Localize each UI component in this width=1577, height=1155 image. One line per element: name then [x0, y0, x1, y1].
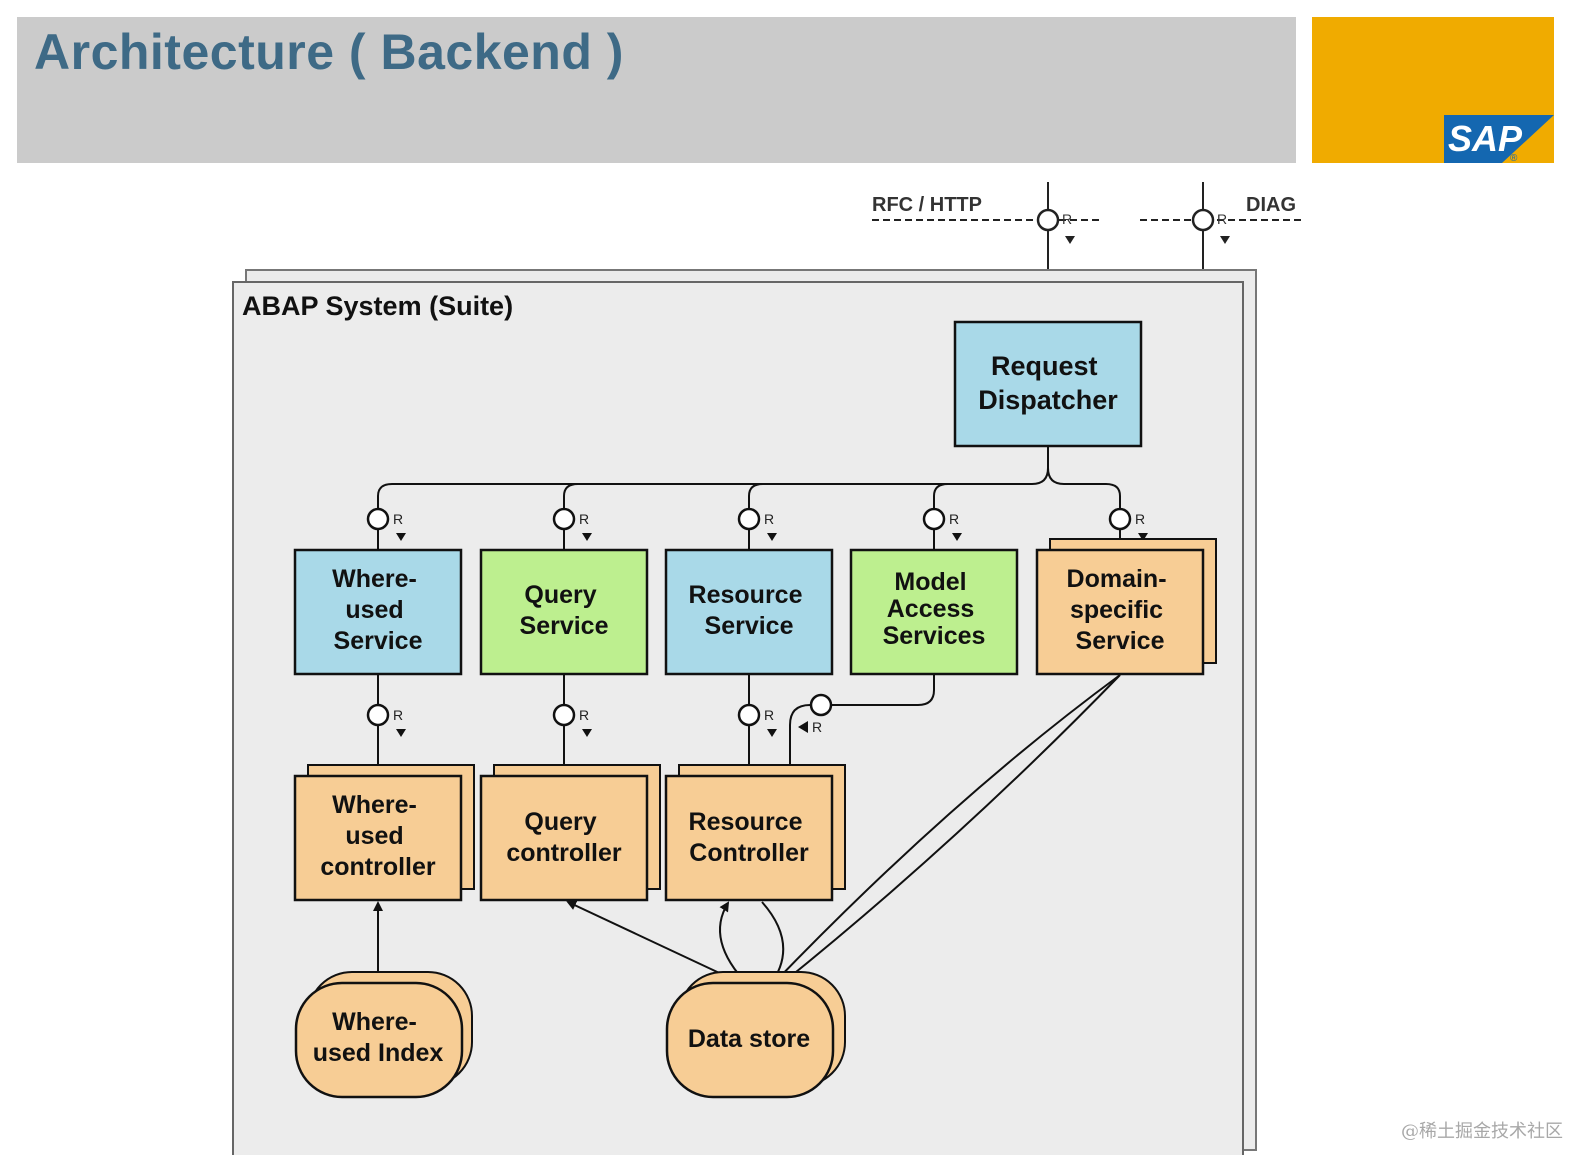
where-used-service-label: Where- used Service — [332, 565, 424, 655]
domain-specific-service-box — [1035, 548, 1205, 676]
query-controller-box — [479, 774, 649, 902]
rfc-interface-port — [1036, 208, 1060, 232]
where-used-controller-port — [366, 703, 390, 727]
model-access-services-box — [849, 548, 1019, 676]
model-resource-role: R — [812, 719, 822, 735]
title-bar: Architecture ( Backend ) — [17, 17, 1296, 163]
resource-controller-role: R — [764, 707, 774, 723]
where-used-service-port — [366, 507, 390, 531]
query-service-box — [479, 548, 649, 676]
query-controller-port — [552, 703, 576, 727]
rfc-port-arrowhead — [1065, 236, 1075, 244]
request-dispatcher-box — [953, 320, 1143, 448]
domain-service-port — [1108, 507, 1132, 531]
page-title: Architecture ( Backend ) — [34, 24, 624, 80]
domain-service-role: R — [1135, 511, 1145, 527]
where-used-controller-box — [293, 774, 463, 902]
model-access-role: R — [949, 511, 959, 527]
query-service-port — [552, 507, 576, 531]
sap-logo: SAP ® — [1444, 115, 1554, 163]
where-used-controller-role: R — [393, 707, 403, 723]
diag-interface-port — [1191, 208, 1215, 232]
data-store — [665, 981, 835, 1099]
resource-controller-box — [664, 774, 834, 902]
rfc-port-role: R — [1062, 211, 1072, 227]
logo-text: SAP — [1448, 118, 1523, 159]
resource-service-port — [737, 507, 761, 531]
port-arrowheads — [396, 533, 1148, 737]
resource-controller-port — [737, 703, 761, 727]
model-resource-port — [809, 693, 833, 717]
diag-port-arrowhead — [1220, 236, 1230, 244]
request-dispatcher-label: Request Dispatcher — [978, 351, 1118, 415]
watermark: @稀土掘金技术社区 — [1401, 1121, 1563, 1142]
query-service-role: R — [579, 511, 589, 527]
where-used-index-label: Where- used Index — [313, 1008, 444, 1067]
diag-label: DIAG — [1246, 194, 1296, 216]
logo-mark: ® — [1510, 153, 1518, 163]
query-service-label: Query Service — [520, 581, 609, 640]
rfc-http-label: RFC / HTTP — [872, 194, 982, 216]
query-controller-label: Query controller — [506, 808, 622, 867]
resource-controller-label: Resource Controller — [689, 808, 810, 867]
data-store-label: Data store — [688, 1025, 810, 1053]
where-used-service-role: R — [393, 511, 403, 527]
resource-service-role: R — [764, 511, 774, 527]
where-used-service-box — [293, 548, 463, 676]
brand-block: SAP ® — [1312, 17, 1554, 163]
model-access-services-label: Model Access Services — [883, 568, 986, 650]
domain-specific-service-label: Domain- specific Service — [1067, 565, 1174, 655]
resource-service-box — [664, 548, 834, 676]
diag-port-role: R — [1217, 211, 1227, 227]
ports: R R R R R R R R R — [366, 507, 1148, 737]
system-label: ABAP System (Suite) — [242, 291, 513, 321]
where-used-controller-label: Where- used controller — [320, 791, 436, 881]
model-access-port — [922, 507, 946, 531]
query-controller-role: R — [579, 707, 589, 723]
where-used-index-store — [294, 981, 464, 1099]
resource-service-label: Resource Service — [689, 581, 810, 640]
